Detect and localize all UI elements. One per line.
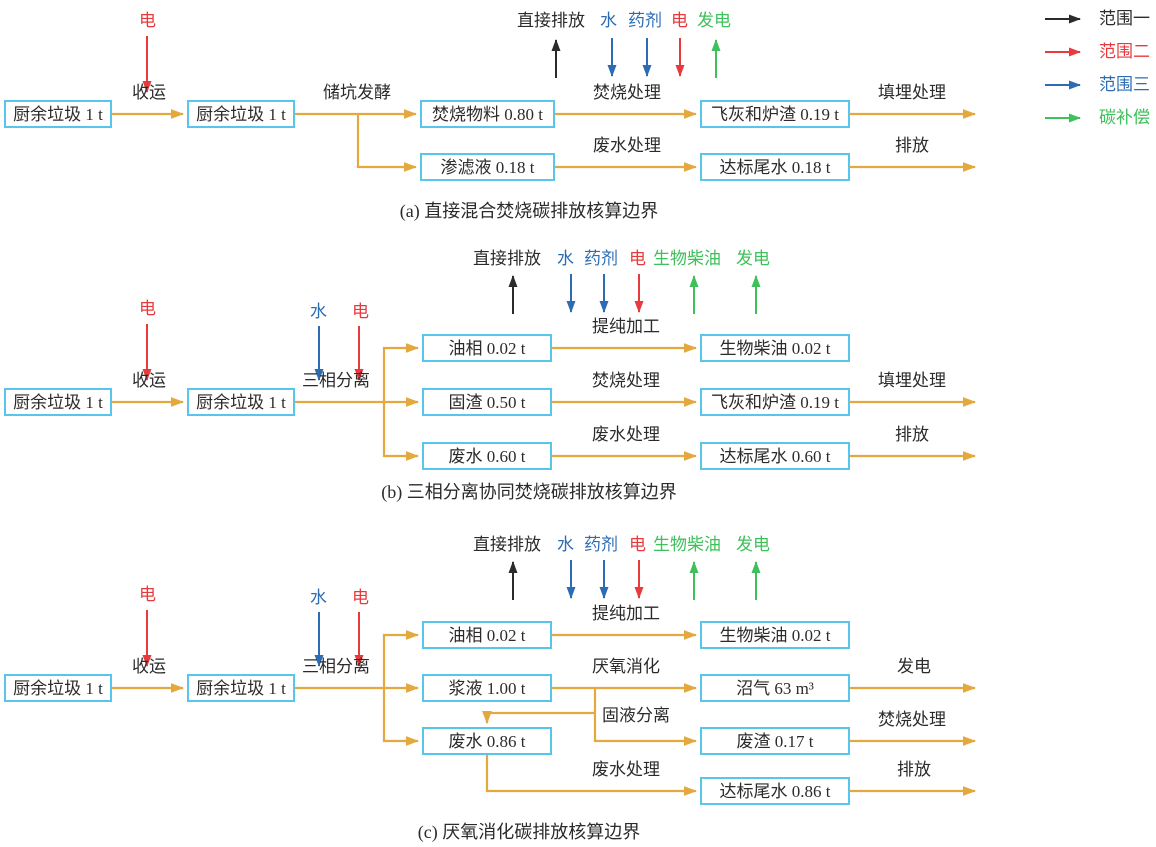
label-landfill: 填埋处理 bbox=[878, 371, 946, 390]
label-generation-out: 发电 bbox=[897, 657, 931, 676]
box-leachate: 渗滤液 0.18 t bbox=[420, 153, 555, 181]
legend-item-scope1: 范围一 bbox=[1044, 10, 1150, 27]
label-electricity-separation: 电 bbox=[352, 302, 369, 321]
box-solid-residue: 固渣 0.50 t bbox=[422, 388, 552, 416]
label-incineration: 焚烧处理 bbox=[878, 710, 946, 729]
label-power-generation: 发电 bbox=[736, 535, 770, 554]
flow-oil-branch-arrow bbox=[382, 343, 420, 402]
box-kitchen-waste-2: 厨余垃圾 1 t bbox=[187, 388, 295, 416]
flow-leachate-branch-arrow bbox=[356, 114, 418, 172]
box-oil-phase: 油相 0.02 t bbox=[422, 621, 552, 649]
label-collection: 收运 bbox=[132, 657, 166, 676]
box-treated-tailwater: 达标尾水 0.60 t bbox=[700, 442, 850, 470]
legend-item-carbon-offset: 碳补偿 bbox=[1044, 109, 1150, 126]
label-direct-emission: 直接排放 bbox=[473, 249, 541, 268]
label-pit-fermentation: 储坑发酵 bbox=[323, 83, 391, 102]
label-collection: 收运 bbox=[132, 83, 166, 102]
label-power-generation: 发电 bbox=[736, 249, 770, 268]
box-kitchen-waste-2: 厨余垃圾 1 t bbox=[187, 674, 295, 702]
flow-solid-liquid-residue-arrow bbox=[593, 688, 698, 746]
label-three-phase-separation: 三相分离 bbox=[302, 371, 370, 390]
box-fly-ash-slag: 飞灰和炉渣 0.19 t bbox=[700, 100, 850, 128]
box-treated-tailwater: 达标尾水 0.18 t bbox=[700, 153, 850, 181]
label-electricity: 电 bbox=[629, 249, 646, 268]
label-electricity-collection: 电 bbox=[139, 585, 156, 604]
connectors-b bbox=[112, 274, 977, 461]
legend-label-carbon-offset: 碳补偿 bbox=[1099, 108, 1150, 127]
label-biodiesel-out: 生物柴油 bbox=[653, 535, 721, 554]
scope3-arrow-icon bbox=[1045, 80, 1081, 89]
box-wastewater: 废水 0.86 t bbox=[422, 727, 552, 755]
label-direct-emission: 直接排放 bbox=[473, 535, 541, 554]
box-biodiesel: 生物柴油 0.02 t bbox=[700, 334, 850, 362]
flow-wastewater-branch-arrow bbox=[382, 688, 420, 746]
label-purification: 提纯加工 bbox=[592, 604, 660, 623]
flow-oil-branch-arrow bbox=[382, 630, 420, 688]
label-water: 水 bbox=[600, 11, 617, 30]
label-wastewater-treatment: 废水处理 bbox=[593, 136, 661, 155]
connectors-c bbox=[112, 560, 977, 796]
label-three-phase-separation: 三相分离 bbox=[302, 657, 370, 676]
label-wastewater-treatment: 废水处理 bbox=[592, 760, 660, 779]
label-wastewater-treatment: 废水处理 bbox=[592, 425, 660, 444]
legend-label-scope2: 范围二 bbox=[1099, 42, 1150, 61]
label-anaerobic-digestion: 厌氧消化 bbox=[592, 657, 660, 676]
flow-solid-liquid-water-arrow bbox=[482, 710, 595, 725]
label-water: 水 bbox=[557, 249, 574, 268]
label-purification: 提纯加工 bbox=[592, 317, 660, 336]
legend-label-scope1: 范围一 bbox=[1099, 9, 1150, 28]
box-wastewater: 废水 0.60 t bbox=[422, 442, 552, 470]
label-solid-liquid-separation: 固液分离 bbox=[602, 706, 670, 725]
diagram-b-three-phase-incineration: 厨余垃圾 1 t 厨余垃圾 1 t 油相 0.02 t 固渣 0.50 t 废水… bbox=[0, 245, 1156, 530]
label-water: 水 bbox=[557, 535, 574, 554]
diagram-a-direct-incineration: 厨余垃圾 1 t 厨余垃圾 1 t 焚烧物料 0.80 t 渗滤液 0.18 t… bbox=[0, 0, 1156, 245]
box-waste-residue: 废渣 0.17 t bbox=[700, 727, 850, 755]
flow-wastewater-treatment-arrow bbox=[485, 755, 698, 796]
box-kitchen-waste-1: 厨余垃圾 1 t bbox=[4, 674, 112, 702]
offset-arrow-icon bbox=[1045, 113, 1081, 122]
label-chemicals: 药剂 bbox=[584, 249, 618, 268]
label-electricity-collection: 电 bbox=[139, 299, 156, 318]
label-collection: 收运 bbox=[132, 371, 166, 390]
box-oil-phase: 油相 0.02 t bbox=[422, 334, 552, 362]
box-incineration-feed: 焚烧物料 0.80 t bbox=[420, 100, 555, 128]
box-biogas: 沼气 63 m³ bbox=[700, 674, 850, 702]
scope2-arrow-icon bbox=[1045, 47, 1081, 56]
flow-wastewater-branch-arrow bbox=[382, 402, 420, 461]
box-fly-ash-slag: 飞灰和炉渣 0.19 t bbox=[700, 388, 850, 416]
label-discharge: 排放 bbox=[895, 136, 929, 155]
label-biodiesel-out: 生物柴油 bbox=[653, 249, 721, 268]
box-biodiesel: 生物柴油 0.02 t bbox=[700, 621, 850, 649]
caption-a: (a) 直接混合焚烧碳排放核算边界 bbox=[399, 201, 659, 221]
label-discharge: 排放 bbox=[895, 425, 929, 444]
legend-item-scope2: 范围二 bbox=[1044, 43, 1150, 60]
label-power-generation: 发电 bbox=[697, 11, 731, 30]
label-electricity: 电 bbox=[629, 535, 646, 554]
label-water-separation: 水 bbox=[310, 302, 327, 321]
label-incineration: 焚烧处理 bbox=[593, 83, 661, 102]
box-treated-tailwater: 达标尾水 0.86 t bbox=[700, 777, 850, 805]
label-chemicals: 药剂 bbox=[584, 535, 618, 554]
label-direct-emission: 直接排放 bbox=[517, 11, 585, 30]
box-kitchen-waste-1: 厨余垃圾 1 t bbox=[4, 100, 112, 128]
label-electricity-collection: 电 bbox=[139, 11, 156, 30]
label-landfill: 填埋处理 bbox=[878, 83, 946, 102]
box-kitchen-waste-1: 厨余垃圾 1 t bbox=[4, 388, 112, 416]
box-slurry: 浆液 1.00 t bbox=[422, 674, 552, 702]
label-discharge: 排放 bbox=[897, 760, 931, 779]
caption-c: (c) 厌氧消化碳排放核算边界 bbox=[417, 822, 641, 842]
caption-b: (b) 三相分离协同焚烧碳排放核算边界 bbox=[381, 482, 677, 502]
legend-item-scope3: 范围三 bbox=[1044, 76, 1150, 93]
label-water-separation: 水 bbox=[310, 588, 327, 607]
connectors-a bbox=[112, 36, 977, 172]
diagram-c-anaerobic-digestion: 厨余垃圾 1 t 厨余垃圾 1 t 油相 0.02 t 浆液 1.00 t 废水… bbox=[0, 530, 1156, 847]
legend-label-scope3: 范围三 bbox=[1099, 75, 1150, 94]
scope1-arrow-icon bbox=[1045, 14, 1081, 23]
label-electricity-separation: 电 bbox=[352, 588, 369, 607]
label-incineration: 焚烧处理 bbox=[592, 371, 660, 390]
label-electricity: 电 bbox=[671, 11, 688, 30]
label-chemicals: 药剂 bbox=[628, 11, 662, 30]
box-kitchen-waste-2: 厨余垃圾 1 t bbox=[187, 100, 295, 128]
